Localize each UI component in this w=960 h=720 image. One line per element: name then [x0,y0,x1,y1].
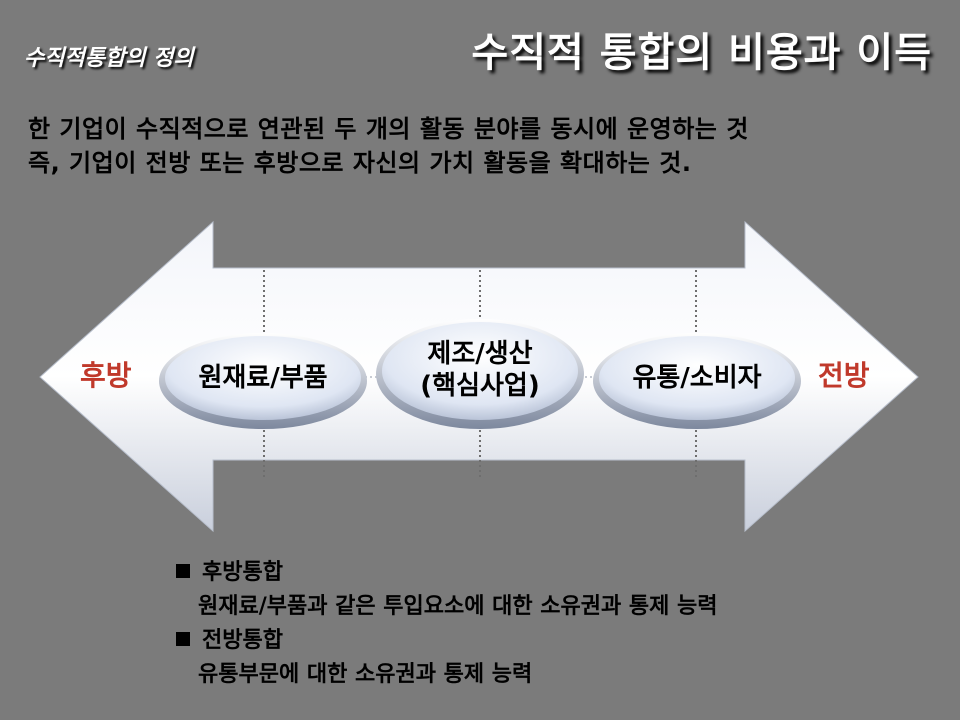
bullet-forward-desc: 유통부문에 대한 소유권과 통제 능력 [198,662,533,687]
stage-3-line-1: 유통/소비자 [632,363,762,393]
stage-label-3: 유통/소비자 [597,362,797,394]
stage-label-1: 원재료/부품 [163,362,363,394]
square-bullet-icon [176,632,190,646]
stage-ellipse-3 [593,333,801,429]
stage-1-line-1: 원재료/부품 [198,363,328,393]
slide-title: 수직적 통합의 비용과 이득 [471,30,932,76]
slide-subtitle: 수직적통합의 정의 [24,46,194,71]
stage-2-line-1: 제조/생산 [427,339,533,369]
definition-line-1: 한 기업이 수직적으로 연관된 두 개의 활동 분야를 동시에 운영하는 것 [28,115,749,143]
definition-text: 한 기업이 수직적으로 연관된 두 개의 활동 분야를 동시에 운영하는 것 즉… [28,112,948,180]
stage-ellipse-2 [376,319,584,429]
bullet-title-text: 후방통합 [202,560,283,585]
bullet-forward-title: 전방통합 [176,624,718,658]
backward-label: 후방 [80,359,132,392]
square-bullet-icon [176,564,190,578]
forward-label: 전방 [818,359,870,392]
bullet-backward-title: 후방통합 [176,556,718,590]
stage-2-line-2: (핵심사업) [420,371,540,401]
dotted-connectors [263,270,697,478]
stage-label-2: 제조/생산 (핵심사업) [380,338,580,402]
stage-ellipse-1 [159,333,367,429]
definition-line-2: 즉, 기업이 전방 또는 후방으로 자신의 가치 활동을 확대하는 것. [28,149,692,177]
bullet-backward-desc: 원재료/부품과 같은 투입요소에 대한 소유권과 통제 능력 [198,594,718,619]
bullet-title-text: 전방통합 [202,628,283,653]
integration-bullets: 후방통합 원재료/부품과 같은 투입요소에 대한 소유권과 통제 능력 전방통합… [176,556,718,692]
